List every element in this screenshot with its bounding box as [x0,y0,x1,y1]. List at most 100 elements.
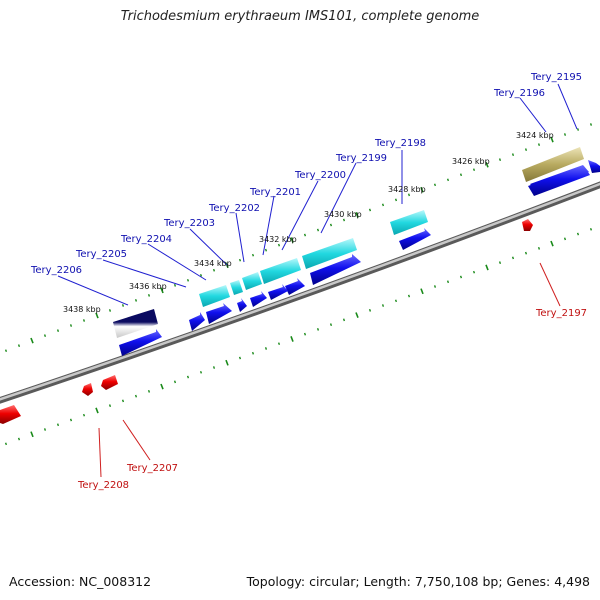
kbp-tick [472,270,476,274]
kbp-tick [212,366,216,369]
kbp-tick [329,323,333,327]
kbp-tick [238,356,242,360]
kbp-tick [420,186,424,193]
kbp-tick [108,404,112,408]
kbp-tick-track-inner [4,227,593,446]
kbp-label: 3424 kbp [516,131,554,140]
gene-label: Tery_2204 [120,234,172,245]
kbp-tick [576,232,580,236]
label-connectors [57,83,578,478]
kbp-tick [459,275,463,279]
kbp-tick [524,148,528,151]
kbp-tick [563,133,567,136]
kbp-tick [186,278,190,282]
kbp-tick [524,251,528,255]
topology-text: Topology: circular; Length: 7,750,108 bp… [246,574,590,589]
gene-label: Tery_2199 [335,153,387,164]
kbp-tick [446,280,450,284]
kbp-tick [121,399,125,403]
gene-label: Tery_2195 [530,72,582,83]
kbp-tick [407,193,411,197]
kbp-tick [433,285,437,288]
gene-label: Tery_2196 [493,88,545,99]
kbp-tick [43,428,47,431]
kbp-label: 3432 kbp [259,235,297,244]
kbp-tick [576,128,580,131]
kbp-tick [537,246,541,250]
kbp-tick [472,168,476,172]
kbp-tick [433,183,437,187]
kbp-tick [82,319,86,322]
kbp-label: 3426 kbp [452,157,490,166]
kbp-tick [264,347,268,350]
gene-label: Tery_2208 [77,480,129,491]
gene-label: Tery_2202 [208,203,260,214]
kbp-tick [420,288,424,295]
kbp-tick [69,324,73,327]
kbp-tick [160,287,164,294]
kbp-tick [147,389,151,393]
kbp-tick [4,442,8,446]
kbp-tick [459,173,463,177]
kbp-tick [160,383,164,390]
kbp-tick [342,218,346,222]
kbp-tick [511,256,515,260]
kbp-tick [303,332,307,336]
gene-label: Tery_2200 [294,170,346,181]
kbp-tick [563,237,567,241]
gene-label: Tery_2197 [535,308,587,319]
kbp-tick [199,273,203,277]
kbp-tick [485,264,489,271]
forward-gene-arrows [119,160,600,356]
kbp-tick [511,153,515,157]
kbp-tick [342,318,346,322]
kbp-label: 3428 kbp [388,185,426,194]
gene-labels: Tery_2195 Tery_2196 Tery_2198 Tery_2199 … [30,72,587,491]
kbp-tick [30,431,34,438]
accession-text: Accession: NC_008312 [9,574,152,589]
gene-label: Tery_2207 [126,463,178,474]
kbp-tick [17,437,21,441]
kbp-tick [407,294,411,298]
reverse-gene-arrows [0,219,533,424]
kbp-tick-track-outer [4,123,593,353]
kbp-tick [173,380,177,384]
kbp-tick [56,423,60,427]
kbp-tick [251,351,255,355]
kbp-tick [277,243,281,247]
kbp-tick [43,334,47,337]
gene-label: Tery_2201 [249,187,301,198]
gene-label: Tery_2206 [30,265,82,276]
kbp-tick [589,123,593,126]
kbp-tick [498,158,502,162]
kbp-tick [108,309,112,312]
gene-label: Tery_2203 [163,218,215,229]
kbp-tick [381,203,385,207]
kbp-tick [264,248,268,252]
kbp-tick [316,228,320,232]
kbp-tick [147,294,151,297]
kbp-tick [394,198,398,202]
kbp-tick [186,375,190,379]
kbp-tick [290,336,294,342]
kbp-tick [56,329,60,332]
kbp-label: 3434 kbp [194,259,232,268]
kbp-label: 3430 kbp [324,210,362,219]
kbp-tick [30,337,34,344]
kbp-tick [290,237,294,243]
kbp-tick [355,212,359,218]
kbp-tick [225,359,229,366]
kbp-tick [485,161,489,168]
gene-label: Tery_2198 [374,138,426,149]
kbp-tick [368,308,372,312]
kbp-label: 3436 kbp [129,282,167,291]
kbp-tick [17,344,21,348]
kbp-tick [498,261,502,265]
kbp-tick [355,312,359,318]
kbp-tick [82,413,86,417]
cds-feature-bars [113,147,584,338]
kbp-tick [199,370,203,374]
backbone [0,181,600,404]
kbp-tick [329,223,333,227]
